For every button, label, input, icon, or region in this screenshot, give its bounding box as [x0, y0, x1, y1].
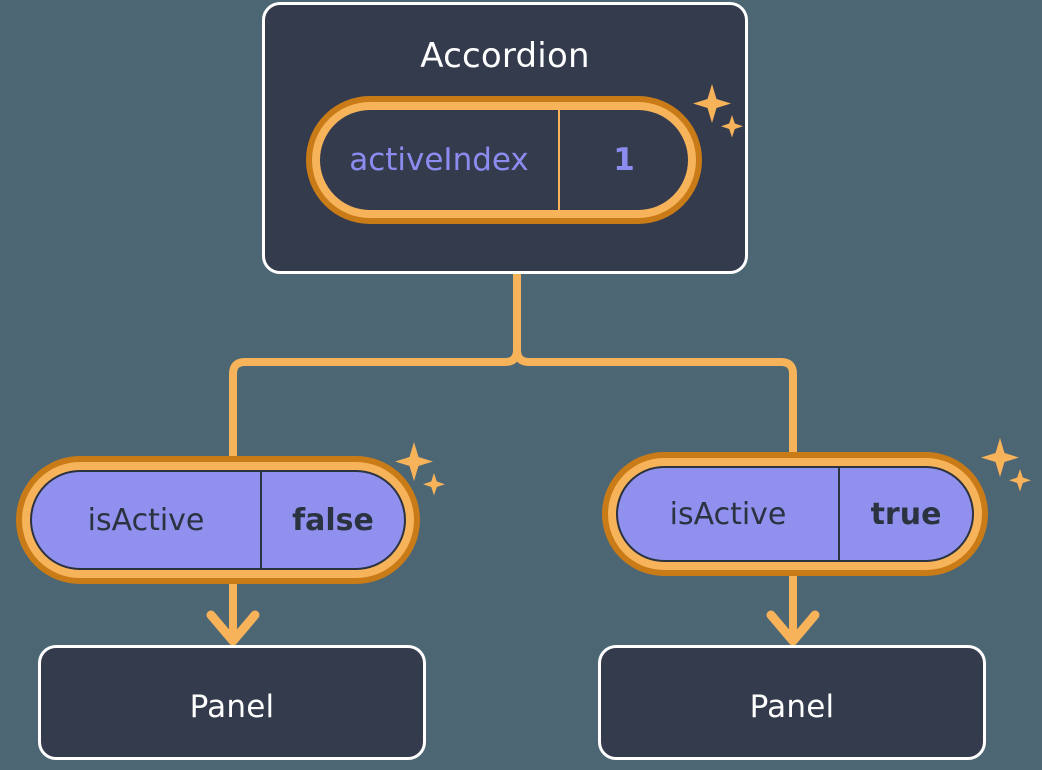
state-value-label: false [292, 502, 374, 538]
pill-ring: isActive true [608, 458, 982, 570]
pill-ring: activeIndex 1 [312, 102, 696, 218]
pill-body: isActive true [616, 466, 974, 562]
state-pill-is-active-true[interactable]: isActive true [602, 452, 988, 576]
state-pill-active-index[interactable]: activeIndex 1 [306, 96, 702, 224]
panel-card-right[interactable]: Panel [598, 645, 986, 760]
state-value-label: true [870, 496, 942, 532]
sparkles-icon [978, 436, 1034, 498]
state-pill-is-active-false[interactable]: isActive false [16, 456, 420, 584]
state-key-label: activeIndex [320, 110, 560, 210]
panel-card-left[interactable]: Panel [38, 645, 426, 760]
state-key-label: isActive [32, 472, 262, 568]
pill-body: activeIndex 1 [320, 110, 688, 210]
accordion-card-title: Accordion [420, 36, 590, 76]
arrow-down-icon-left [206, 584, 260, 646]
state-value-label: 1 [613, 142, 635, 178]
connector-branch-right [513, 270, 797, 456]
arrow-down-icon-right [766, 576, 820, 646]
pill-ring: isActive false [22, 462, 414, 578]
panel-card-title: Panel [749, 689, 835, 725]
state-key-label: isActive [618, 468, 840, 560]
panel-card-title: Panel [189, 689, 275, 725]
connector-trunk [229, 270, 521, 460]
pill-body: isActive false [30, 470, 406, 570]
